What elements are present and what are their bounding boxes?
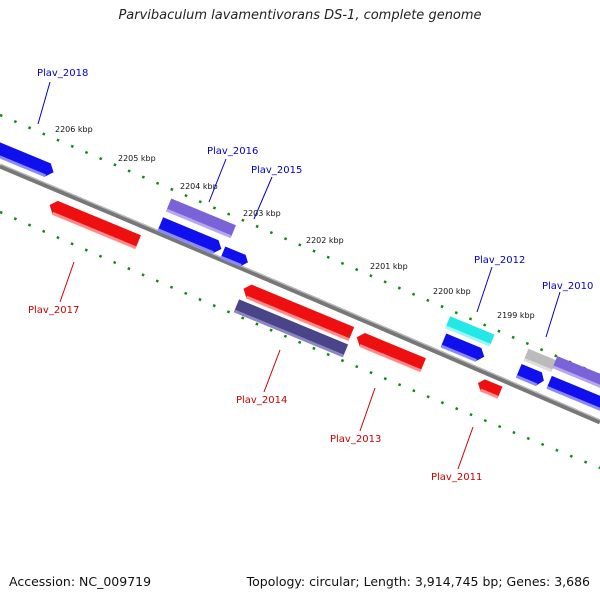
gene-label-plav-2014[interactable]: Plav_2014 bbox=[236, 395, 287, 406]
scale-label-2206: 2206 kbp bbox=[55, 125, 93, 134]
outer-tick-track bbox=[0, 113, 600, 377]
gene-plav-2010-purple[interactable] bbox=[552, 356, 600, 392]
map-title: Parvibaculum lavamentivorans DS-1, compl… bbox=[118, 8, 482, 23]
gene-plav-2013[interactable] bbox=[354, 331, 426, 373]
gene-label-plav-2012[interactable]: Plav_2012 bbox=[474, 255, 525, 266]
gene-label-plav-2013[interactable]: Plav_2013 bbox=[330, 434, 381, 445]
gene-plav-2012-blue[interactable] bbox=[440, 333, 487, 364]
gene-plav-2017[interactable] bbox=[47, 199, 141, 250]
gene-plav-2016-purple[interactable] bbox=[165, 198, 236, 239]
gene-label-plav-2010[interactable]: Plav_2010 bbox=[542, 281, 593, 292]
gene-label-plav-2015[interactable]: Plav_2015 bbox=[251, 165, 302, 176]
gene-plav-2014-red[interactable] bbox=[240, 282, 355, 341]
gene-plav-2010-blue[interactable] bbox=[546, 375, 600, 412]
scale-label-2203: 2203 kbp bbox=[243, 209, 281, 218]
gene-plav-2018[interactable] bbox=[0, 139, 56, 180]
scale-label-2205: 2205 kbp bbox=[118, 154, 156, 163]
scale-label-2200: 2200 kbp bbox=[433, 287, 471, 296]
gene-label-plav-2017[interactable]: Plav_2017 bbox=[28, 305, 79, 316]
gene-plav-2010-gray[interactable] bbox=[523, 348, 557, 373]
gene-plav-2015[interactable] bbox=[220, 246, 250, 268]
scale-label-2202: 2202 kbp bbox=[306, 236, 344, 245]
genome-backbone-highlight bbox=[0, 163, 600, 421]
gene-plav-2010-blue-small[interactable] bbox=[515, 363, 547, 388]
gene-label-plav-2018[interactable]: Plav_2018 bbox=[37, 68, 88, 79]
topology-text: Topology: circular; Length: 3,914,745 bp… bbox=[246, 574, 590, 589]
scale-label-2204: 2204 kbp bbox=[180, 182, 218, 191]
scale-label-2199: 2199 kbp bbox=[497, 311, 535, 320]
gene-plav-2014-dark[interactable] bbox=[233, 299, 349, 358]
scale-label-2201: 2201 kbp bbox=[370, 262, 408, 271]
gene-plav-2016-blue[interactable] bbox=[157, 217, 224, 256]
gene-label-plav-2016[interactable]: Plav_2016 bbox=[207, 146, 258, 157]
gene-plav-2011[interactable] bbox=[475, 377, 503, 399]
gene-plav-2012-cyan[interactable] bbox=[445, 316, 495, 347]
label-leaders bbox=[37, 81, 561, 470]
gene-label-plav-2011[interactable]: Plav_2011 bbox=[431, 472, 482, 483]
genome-backbone bbox=[0, 163, 600, 425]
inner-tick-track bbox=[0, 210, 600, 470]
accession-text: Accession: NC_009719 bbox=[9, 574, 152, 589]
